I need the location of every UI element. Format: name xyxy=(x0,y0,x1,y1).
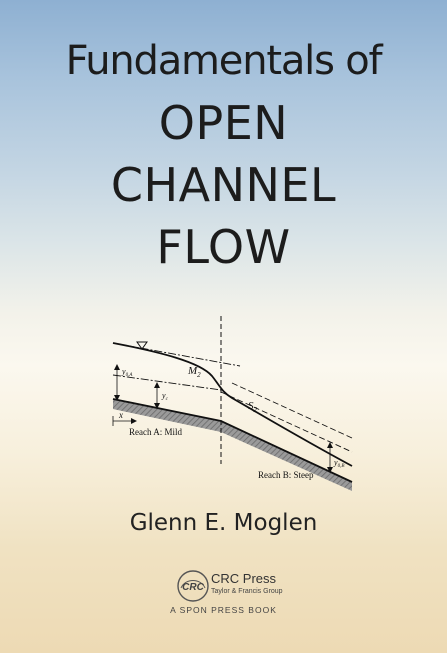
depth-label-y0b: y0,B xyxy=(333,458,344,469)
author-name: Glenn E. Moglen xyxy=(129,510,318,536)
arrow-head-icon xyxy=(327,442,333,448)
reach-b-label: Reach B: Steep xyxy=(258,470,314,480)
svg-text:CRC: CRC xyxy=(182,582,204,593)
critical-depth-line xyxy=(112,374,222,391)
reach-a-label: Reach A: Mild xyxy=(129,427,182,437)
title-line-3: CHANNEL xyxy=(110,158,337,212)
water-surface-triangle-icon xyxy=(136,341,148,350)
arrow-head-icon xyxy=(154,403,160,409)
arrow-head-icon xyxy=(131,418,137,424)
normal-depth-line-b xyxy=(220,391,353,453)
water-surface-profile xyxy=(112,342,353,467)
channel-bed-hatch xyxy=(113,399,352,491)
profile-label-m2: M2 xyxy=(187,365,201,379)
arrow-head-icon xyxy=(327,467,333,473)
publisher-imprint: A SPON PRESS BOOK xyxy=(170,605,277,615)
arrow-head-icon xyxy=(114,364,120,370)
profile-label-s2: S2 xyxy=(248,400,258,414)
title-line-4: FLOW xyxy=(156,220,291,274)
crc-press-logo-icon: CRC xyxy=(177,570,209,602)
x-axis-label: x xyxy=(118,410,123,420)
critical-depth-line-b xyxy=(231,382,353,439)
depth-label-y0a: y0,A xyxy=(121,367,133,378)
arrow-head-icon xyxy=(154,382,160,388)
publisher-group: Taylor & Francis Group xyxy=(211,588,283,595)
depth-label-yc: yc xyxy=(161,391,169,402)
title-line-1: Fundamentals of xyxy=(65,38,383,84)
title-line-2: OPEN xyxy=(158,96,289,150)
arrow-head-icon xyxy=(114,395,120,401)
publisher-name: CRC Press xyxy=(211,571,277,586)
